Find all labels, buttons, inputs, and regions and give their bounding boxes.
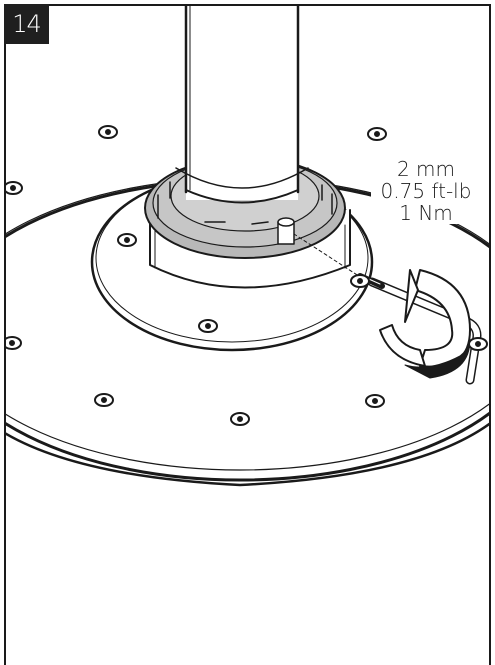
screw-head-icon xyxy=(94,393,114,407)
alignment-guide-line xyxy=(293,233,369,283)
torque-imperial-text: 0.75 ft-lb xyxy=(380,179,472,203)
screw-head-icon xyxy=(468,337,488,351)
screw-head-icon xyxy=(6,336,22,350)
screw-head-icon xyxy=(198,319,218,333)
screw-head-icon xyxy=(117,233,137,247)
hex-size-text: 2 mm xyxy=(396,157,456,181)
set-screw xyxy=(277,217,295,245)
screw-head-icon xyxy=(367,127,387,141)
torque-spec-label: 2 mm 0.75 ft-lb 1 Nm xyxy=(371,158,481,224)
torque-metric-text: 1 Nm xyxy=(399,201,453,225)
screw-head-icon xyxy=(365,394,385,408)
screw-head-icon xyxy=(350,274,370,288)
screw-heads xyxy=(6,125,488,426)
screw-head-icon xyxy=(98,125,118,139)
screw-head-icon xyxy=(230,412,250,426)
vertical-tube xyxy=(175,6,309,204)
rotation-arrow-icon xyxy=(379,269,471,379)
step-number-badge: 14 xyxy=(4,4,49,44)
screw-head-icon xyxy=(6,181,23,195)
